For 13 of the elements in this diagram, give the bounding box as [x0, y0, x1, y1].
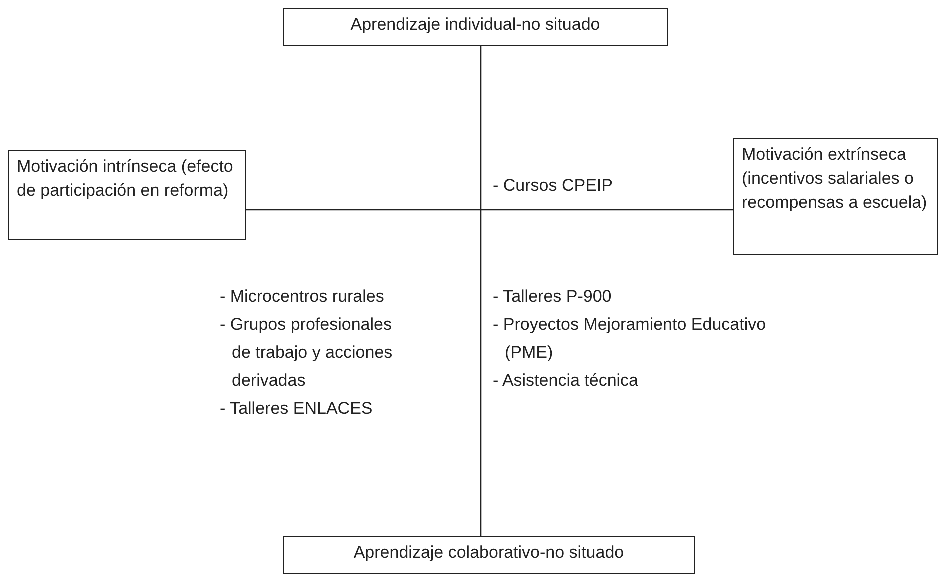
list-item-text: - Cursos CPEIP — [493, 175, 614, 197]
axis-line — [480, 46, 482, 536]
list-item-text: - Talleres P-900 — [493, 286, 613, 308]
list-item-text: - Talleres ENLACES — [220, 398, 374, 420]
text-box: Aprendizaje colaborativo-no situado — [283, 536, 695, 574]
list-item-text: - Asistencia técnica — [493, 370, 640, 392]
axis-line — [246, 209, 733, 211]
list-item-text: - Proyectos Mejoramiento Educativo (PME) — [493, 314, 768, 364]
text-box: Motivación intrínseca (efecto de participación en reforma) — [8, 150, 246, 240]
list-item-text: - Grupos profesionales de trabajo y acciones derivadas — [220, 314, 394, 392]
list-item-text: - Microcentros rurales — [220, 286, 386, 308]
text-box: Aprendizaje individual-no situado — [283, 8, 668, 46]
text-box: Motivación extrínseca (incentivos salariales o recompensas a escuela) — [733, 138, 938, 255]
